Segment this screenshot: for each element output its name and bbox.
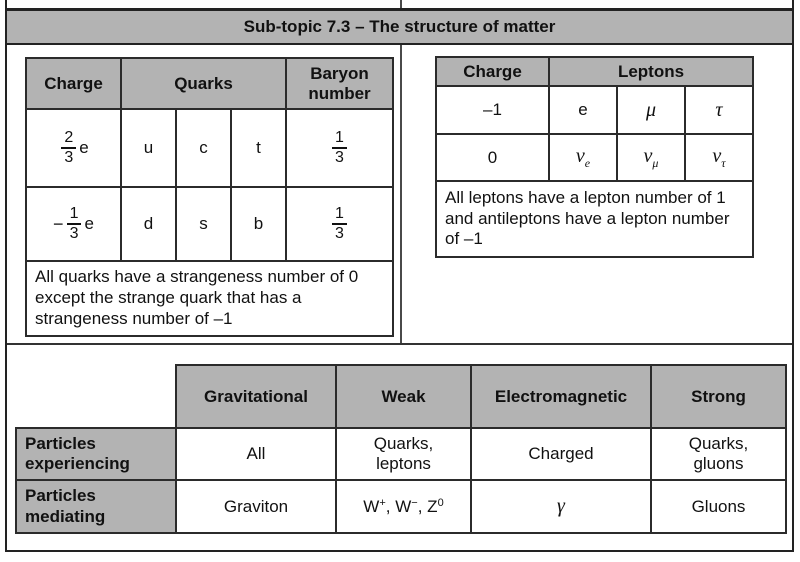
leptons-header: Leptons (548, 56, 754, 87)
middle-divider (399, 45, 402, 343)
quark-cell: t (230, 108, 287, 188)
leptons-header-row: Charge Leptons (435, 56, 754, 87)
forces-section: Gravitational Weak Electromagnetic Stron… (7, 345, 792, 548)
table-row: − 1 3 e d s b 1 3 (25, 186, 394, 262)
particles-section: Charge Quarks Baryon number 2 3 e (7, 45, 792, 345)
quark-cell: u (120, 108, 177, 188)
lepton-cell: e (548, 85, 618, 135)
table-row: 2 3 e u c t 1 3 (25, 108, 394, 188)
baryon-number-header: Baryon number (285, 57, 394, 110)
experiencing-electromagnetic-cell: Charged (470, 427, 652, 481)
lepton-charge-cell: 0 (435, 133, 550, 182)
experiencing-gravitational-cell: All (175, 427, 337, 481)
mediating-electromagnetic-cell: γ (470, 479, 652, 534)
outer-table-frame: Sub-topic 7.3 – The structure of matter … (5, 0, 794, 552)
leptons-number-note: All leptons have a lepton number of 1 an… (435, 180, 754, 258)
mediating-strong-cell: Gluons (650, 479, 787, 534)
top-strip-divider (399, 0, 402, 8)
quark-cell: s (175, 186, 232, 262)
fraction: 1 3 (66, 205, 82, 242)
page-title: Sub-topic 7.3 – The structure of matter (243, 17, 556, 36)
quark-charge-cell: 2 3 e (25, 108, 122, 188)
quarks-strangeness-note: All quarks have a strangeness number of … (25, 260, 394, 337)
quarks-charge-header: Charge (25, 57, 122, 110)
particles-experiencing-label: Particles experiencing (15, 427, 177, 481)
quark-cell: c (175, 108, 232, 188)
fraction: 2 3 (61, 129, 77, 166)
table-row: –1 e μ τ (435, 85, 754, 135)
table-row: All leptons have a lepton number of 1 an… (435, 180, 754, 258)
weak-header: Weak (335, 364, 472, 429)
quarks-header: Quarks (120, 57, 287, 110)
table-row: Particles mediating Graviton W+, W−, Z0 … (15, 479, 787, 534)
electromagnetic-header: Electromagnetic (470, 364, 652, 429)
lepton-cell: νe (548, 133, 618, 182)
fraction: 1 3 (332, 129, 347, 166)
quark-cell: b (230, 186, 287, 262)
top-strip (7, 0, 792, 8)
table-row: 0 νe νμ ντ (435, 133, 754, 182)
experiencing-weak-cell: Quarks, leptons (335, 427, 472, 481)
baryon-number-cell: 1 3 (285, 186, 394, 262)
table-row: All quarks have a strangeness number of … (25, 260, 394, 337)
quarks-table: Charge Quarks Baryon number 2 3 e (25, 57, 394, 337)
quark-charge-cell: − 1 3 e (25, 186, 122, 262)
particles-mediating-label: Particles mediating (15, 479, 177, 534)
forces-header-row: Gravitational Weak Electromagnetic Stron… (16, 364, 787, 429)
fraction: 1 3 (332, 205, 347, 242)
mediating-weak-cell: W+, W−, Z0 (335, 479, 472, 534)
forces-table: Gravitational Weak Electromagnetic Stron… (15, 364, 787, 534)
strong-header: Strong (650, 364, 787, 429)
lepton-cell: μ (616, 85, 686, 135)
section-title-bar: Sub-topic 7.3 – The structure of matter (7, 8, 792, 45)
experiencing-strong-cell: Quarks, gluons (650, 427, 787, 481)
quark-cell: d (120, 186, 177, 262)
lepton-cell: τ (684, 85, 754, 135)
leptons-charge-header: Charge (435, 56, 550, 87)
lepton-cell: ντ (684, 133, 754, 182)
table-row: Particles experiencing All Quarks, lepto… (15, 427, 787, 481)
leptons-table: Charge Leptons –1 e μ τ 0 νe νμ ντ All l… (435, 56, 754, 258)
blank-corner-cell (16, 365, 176, 428)
lepton-charge-cell: –1 (435, 85, 550, 135)
mediating-gravitational-cell: Graviton (175, 479, 337, 534)
lepton-cell: νμ (616, 133, 686, 182)
gravitational-header: Gravitational (175, 364, 337, 429)
gamma-symbol: γ (557, 495, 565, 517)
quarks-header-row: Charge Quarks Baryon number (25, 57, 394, 110)
baryon-number-cell: 1 3 (285, 108, 394, 188)
